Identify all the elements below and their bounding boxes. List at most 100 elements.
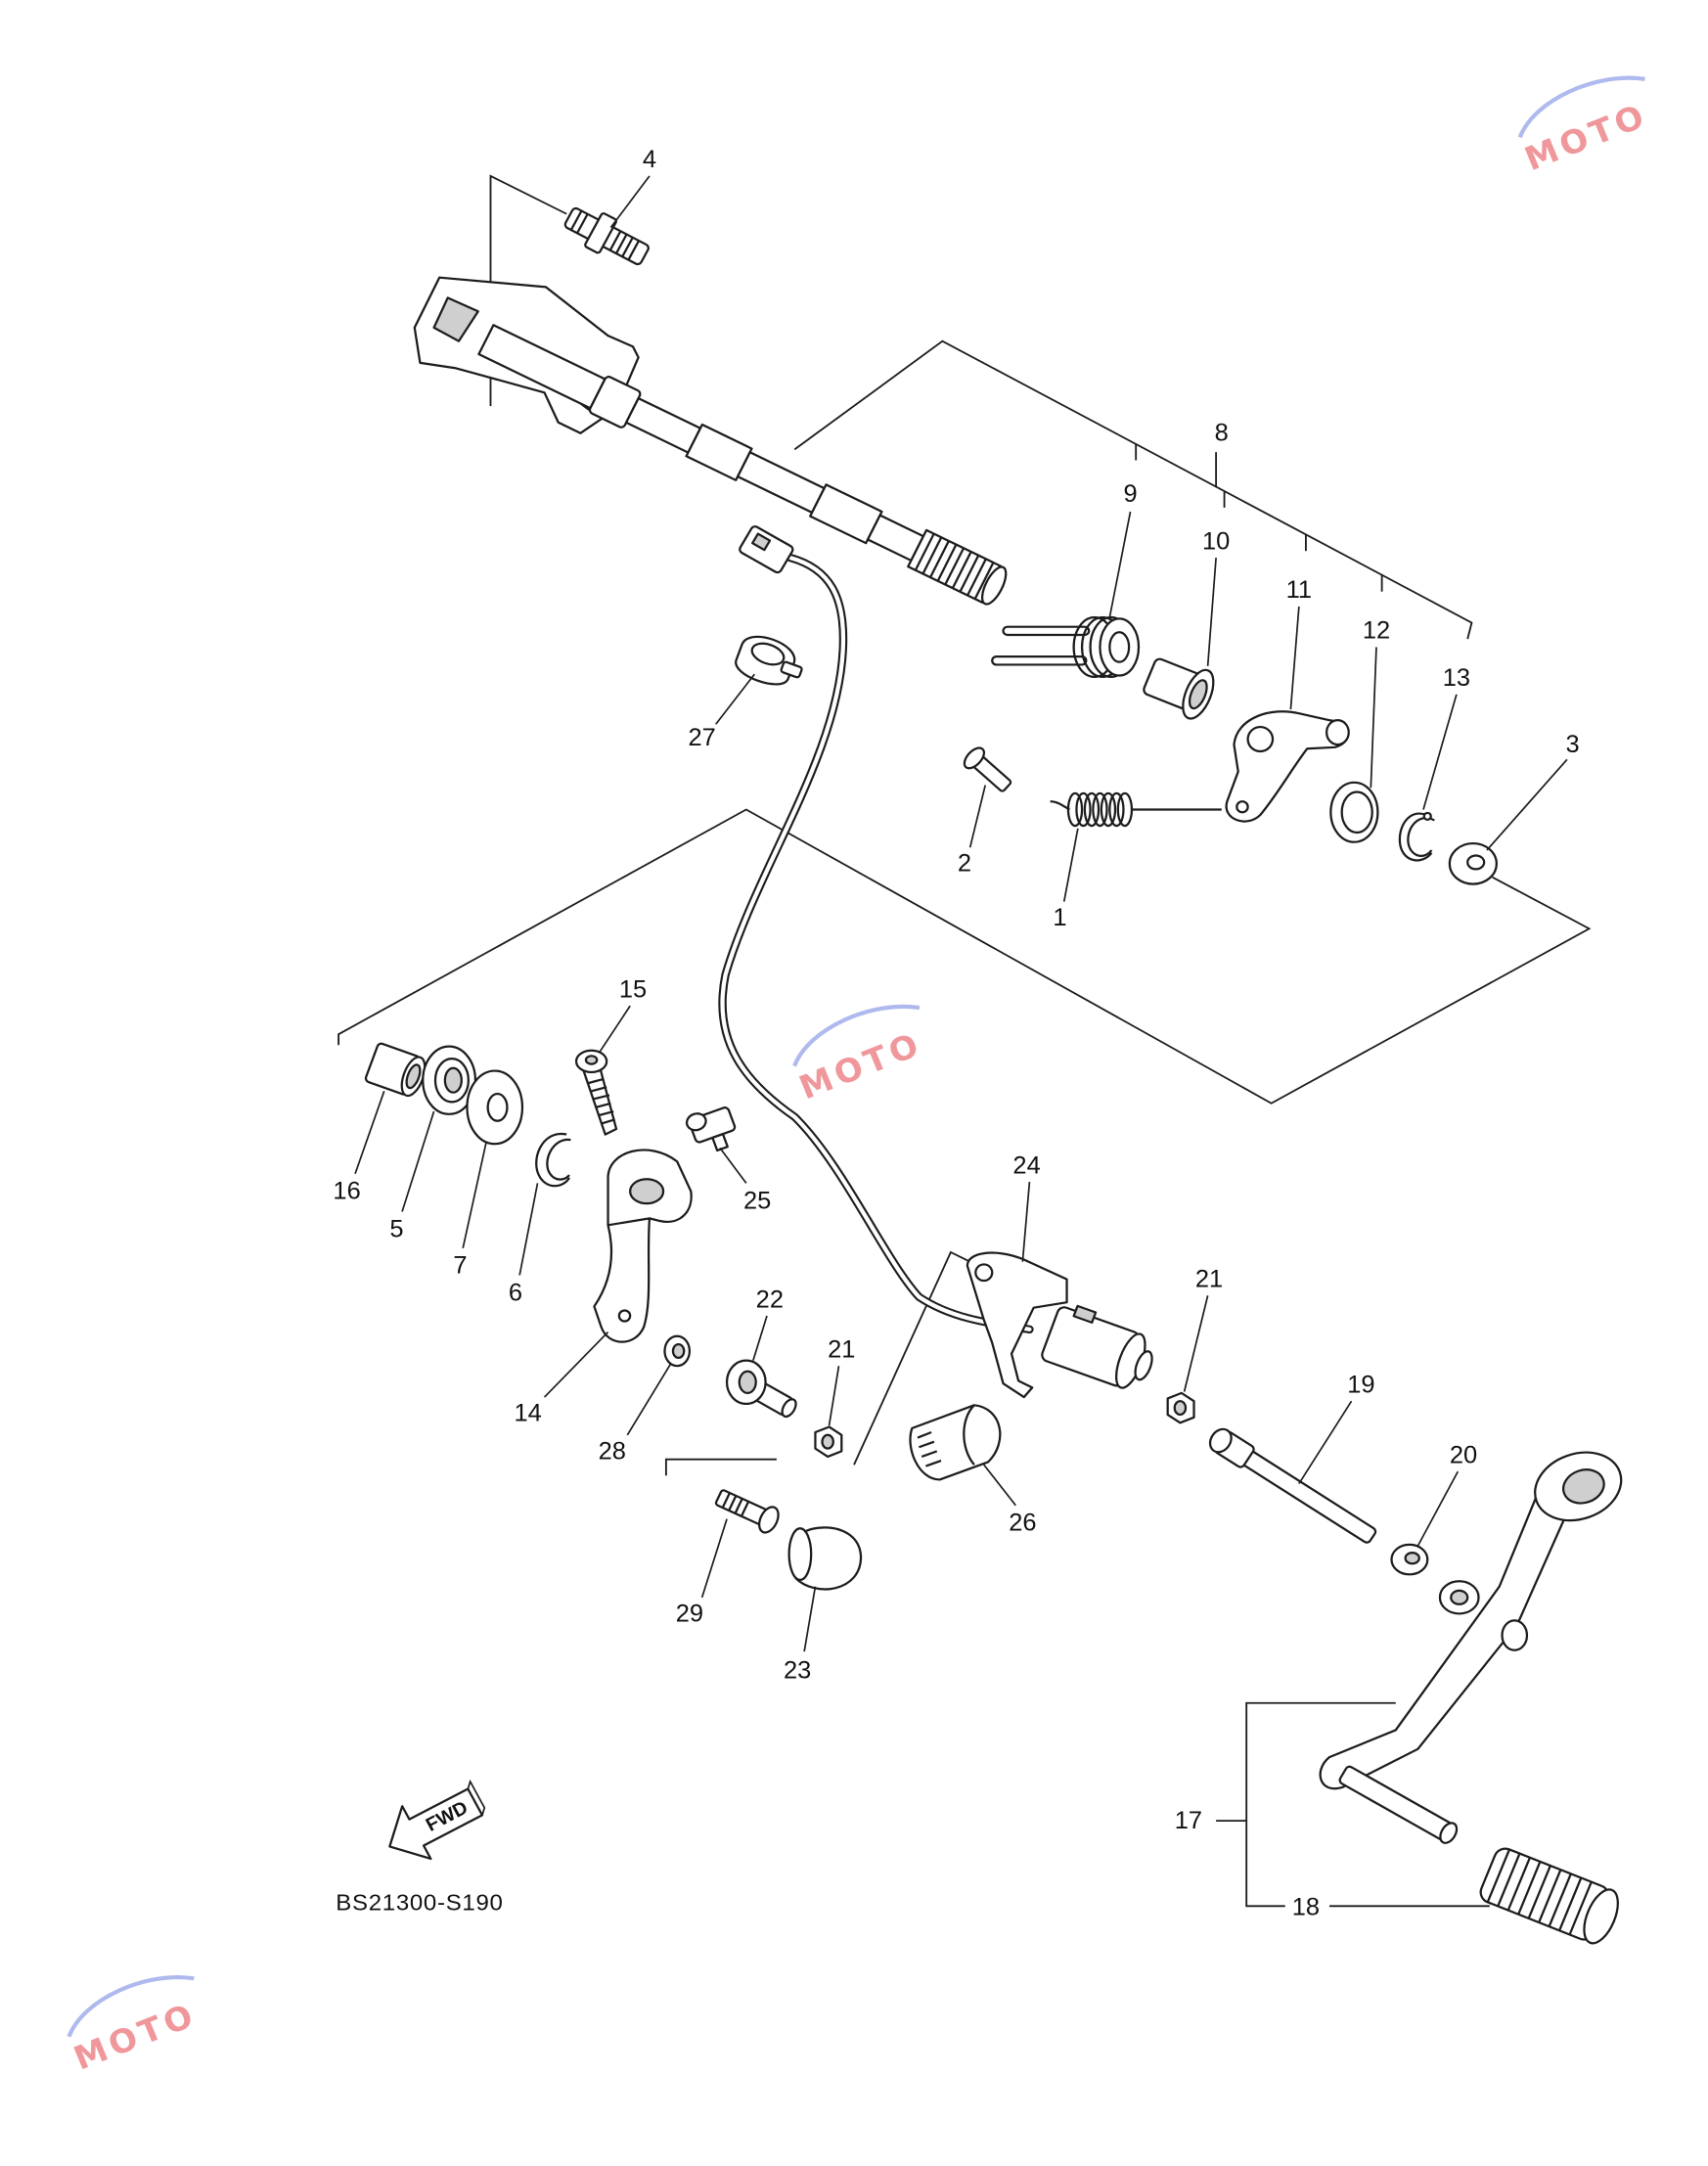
callout-10: 10 xyxy=(1202,528,1230,556)
pedal-bracket xyxy=(1245,1701,1396,1908)
callout-28: 28 xyxy=(599,1438,626,1466)
callout-6: 6 xyxy=(509,1280,522,1307)
part-13-circlip xyxy=(1398,811,1435,862)
leader-4 xyxy=(609,175,651,228)
leader-20 xyxy=(1416,1470,1460,1547)
callout-7: 7 xyxy=(453,1252,467,1280)
callout-8: 8 xyxy=(1215,420,1229,447)
shaft-segment xyxy=(624,396,702,454)
leader-16 xyxy=(354,1091,385,1174)
leader-14 xyxy=(543,1331,609,1398)
part-6-circlip xyxy=(535,1132,571,1188)
leader-21-lower xyxy=(828,1366,840,1426)
leader-2 xyxy=(968,785,987,848)
part-12-washer xyxy=(1329,781,1379,843)
part-4-stopper-bolt xyxy=(563,206,650,266)
part-27-cable-clip xyxy=(735,635,803,686)
part-2-bolt xyxy=(963,746,1012,792)
assembly-outline xyxy=(337,174,1592,1908)
part-17-shift-pedal xyxy=(1319,1451,1623,1844)
callout-3: 3 xyxy=(1565,731,1579,758)
lower-group-outline xyxy=(337,808,1592,1105)
diagram-code: BS21300-S190 xyxy=(336,1890,503,1917)
callout-labels: 4 8 9 10 11 12 13 3 27 2 1 15 16 5 7 6 2… xyxy=(333,146,1579,1920)
callout-1: 1 xyxy=(1053,904,1066,931)
shift-shaft-assembly xyxy=(413,276,1008,606)
leader-9 xyxy=(1108,511,1132,618)
leader-19 xyxy=(1298,1400,1353,1485)
leader-24 xyxy=(1021,1181,1031,1262)
leader-3 xyxy=(1486,758,1568,851)
leader-10 xyxy=(1206,558,1217,666)
callout-15: 15 xyxy=(619,976,647,1004)
part-19-shift-rod xyxy=(1208,1427,1377,1544)
callout-27: 27 xyxy=(688,724,715,751)
callout-11: 11 xyxy=(1286,576,1312,604)
callout-24: 24 xyxy=(1012,1152,1040,1180)
part-28-washer xyxy=(663,1334,692,1368)
leader-22 xyxy=(752,1315,768,1361)
callout-21-lower: 21 xyxy=(828,1336,855,1364)
callout-18: 18 xyxy=(1292,1894,1320,1921)
part-23-cap xyxy=(787,1526,863,1591)
pedal-arm xyxy=(1319,1494,1566,1790)
callout-25: 25 xyxy=(743,1188,771,1215)
part-15-bolt xyxy=(574,1049,618,1136)
leader-11 xyxy=(1289,606,1300,710)
leader-1 xyxy=(1062,828,1079,902)
leader-21-upper xyxy=(1183,1295,1209,1392)
part-14-shift-arm xyxy=(593,1149,693,1343)
leader-23 xyxy=(803,1586,817,1652)
part-16-needle-bearing xyxy=(364,1042,427,1098)
callout-26: 26 xyxy=(1009,1510,1036,1537)
leader-12 xyxy=(1370,647,1377,789)
upper-group-outline xyxy=(793,339,1473,640)
watermark-logo-bottom-left: MOTO xyxy=(67,1975,202,2078)
pedal-pin xyxy=(1338,1765,1454,1841)
callout-14: 14 xyxy=(514,1400,541,1427)
shaft-segment xyxy=(736,451,826,514)
leader-5 xyxy=(401,1110,435,1212)
leader-26 xyxy=(983,1464,1016,1507)
shaft-end xyxy=(980,565,1008,606)
part-7-washer xyxy=(466,1069,524,1146)
part-10-collar xyxy=(1143,657,1215,720)
part-21-nut-lower xyxy=(814,1425,843,1459)
part-9-torsion-spring xyxy=(991,615,1141,678)
callout-2: 2 xyxy=(958,850,971,878)
leader-6 xyxy=(518,1183,539,1276)
callout-19: 19 xyxy=(1347,1372,1374,1399)
plate-hole xyxy=(432,296,479,342)
watermark-logo-top-right: MOTO xyxy=(1517,75,1653,178)
leader-15 xyxy=(599,1005,631,1053)
callout-13: 13 xyxy=(1443,664,1470,692)
part-29-bolt xyxy=(714,1489,780,1534)
leader-28 xyxy=(626,1364,671,1436)
part-21-nut-upper xyxy=(1166,1391,1195,1424)
part-24-sensor-cable xyxy=(718,525,1034,1333)
part-22-joint xyxy=(725,1359,797,1419)
part-25-clamp xyxy=(685,1106,737,1152)
pedal-stop xyxy=(1501,1619,1529,1651)
sensor-group-outline xyxy=(853,1250,971,1466)
callout-23: 23 xyxy=(784,1657,811,1685)
callout-21-upper: 21 xyxy=(1195,1266,1223,1293)
arrow-left-down-icon xyxy=(388,1787,484,1861)
callout-12: 12 xyxy=(1363,617,1390,645)
leader-lines xyxy=(354,175,1568,1652)
leader-27 xyxy=(715,673,755,725)
callout-16: 16 xyxy=(333,1178,360,1205)
callout-5: 5 xyxy=(389,1216,403,1243)
leader-25 xyxy=(719,1147,747,1184)
callout-9: 9 xyxy=(1123,480,1137,508)
part-24-gear-position-sensor xyxy=(966,1251,1153,1399)
part-3-washer xyxy=(1448,841,1498,885)
watermark-logo-center: MOTO xyxy=(792,1004,927,1106)
callout-17: 17 xyxy=(1175,1807,1202,1834)
part-18-pedal-rubber xyxy=(1479,1847,1619,1945)
callout-4: 4 xyxy=(643,146,656,173)
cable-connector xyxy=(739,525,794,574)
callout-20: 20 xyxy=(1450,1442,1477,1469)
fwd-direction-marker: FWD xyxy=(388,1779,486,1861)
